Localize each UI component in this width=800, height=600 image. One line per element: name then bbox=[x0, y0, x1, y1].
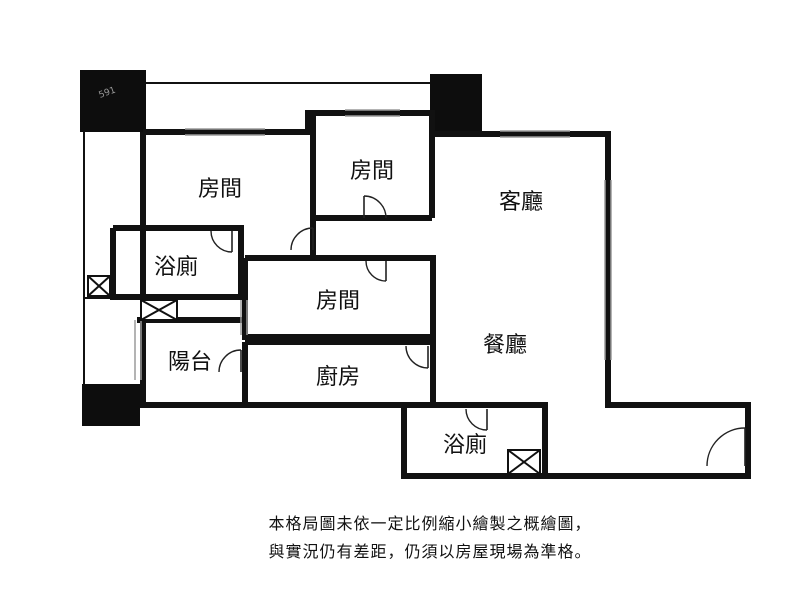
room-label-kitchen: 廚房 bbox=[316, 365, 360, 390]
vent-shaft-mid bbox=[140, 299, 178, 321]
room-label-dining-room: 餐廳 bbox=[483, 333, 527, 358]
room-label-bathroom-left: 浴廁 bbox=[154, 255, 198, 280]
room-label-balcony: 陽台 bbox=[168, 350, 212, 375]
room-label-living-room: 客廳 bbox=[499, 190, 543, 215]
room-label-bedroom-top: 房間 bbox=[350, 159, 394, 184]
room-label-bedroom-mid: 房間 bbox=[316, 289, 360, 314]
pillar-bottom-left bbox=[82, 384, 140, 426]
vent-shaft-left bbox=[87, 275, 111, 297]
room-label-bedroom-left: 房間 bbox=[198, 177, 242, 202]
pillar-top-left bbox=[80, 70, 146, 132]
doors bbox=[210, 195, 746, 467]
vent-shaft-bottom bbox=[507, 449, 541, 475]
pillar-top-mid bbox=[430, 74, 482, 134]
disclaimer-line-2: 與實況仍有差距，仍須以房屋現場為準格。 bbox=[268, 542, 592, 561]
windows bbox=[134, 109, 612, 380]
room-label-bathroom-bottom: 浴廁 bbox=[443, 433, 487, 458]
disclaimer-line-1: 本格局圖未依一定比例縮小繪製之概繪圖， bbox=[268, 514, 592, 533]
